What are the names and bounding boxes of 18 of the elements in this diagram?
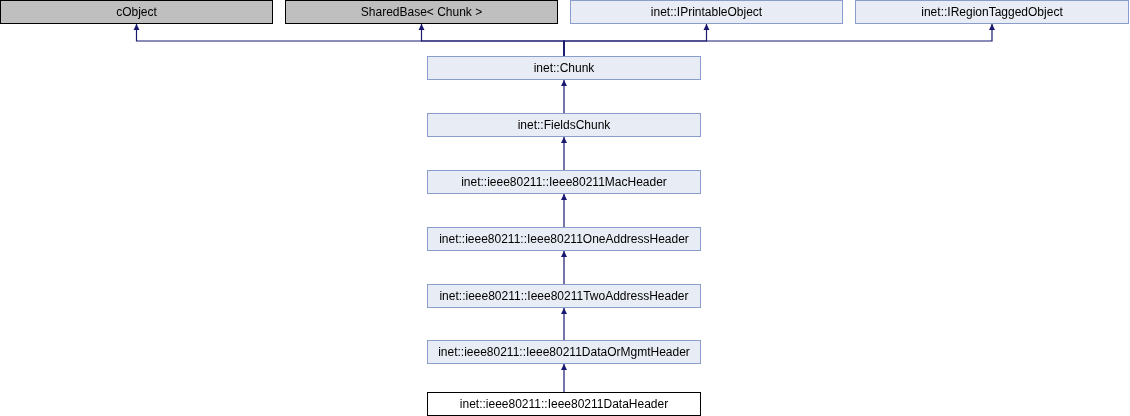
inheritance-arrow (561, 79, 567, 114)
inheritance-arrow (561, 136, 567, 171)
inheritance-arrow (561, 363, 567, 393)
class-box: inet::ieee80211::Ieee80211OneAddressHeader (427, 227, 701, 251)
class-box: inet::ieee80211::Ieee80211DataHeader (427, 392, 701, 416)
inheritance-arrow (561, 250, 567, 285)
class-box: inet::FieldsChunk (427, 113, 701, 137)
class-box: inet::IRegionTaggedObject (855, 0, 1129, 24)
class-box: SharedBase< Chunk > (285, 0, 558, 24)
class-box: inet::ieee80211::Ieee80211DataOrMgmtHeader (427, 340, 701, 364)
class-box: cObject (0, 0, 273, 24)
inheritance-arrow (561, 307, 567, 341)
inheritance-arrow (561, 193, 567, 228)
class-box: inet::IPrintableObject (570, 0, 843, 24)
class-box: inet::Chunk (427, 56, 701, 80)
inheritance-arrow (563, 23, 995, 57)
class-box: inet::ieee80211::Ieee80211MacHeader (427, 170, 701, 194)
class-box: inet::ieee80211::Ieee80211TwoAddressHeader (427, 284, 701, 308)
